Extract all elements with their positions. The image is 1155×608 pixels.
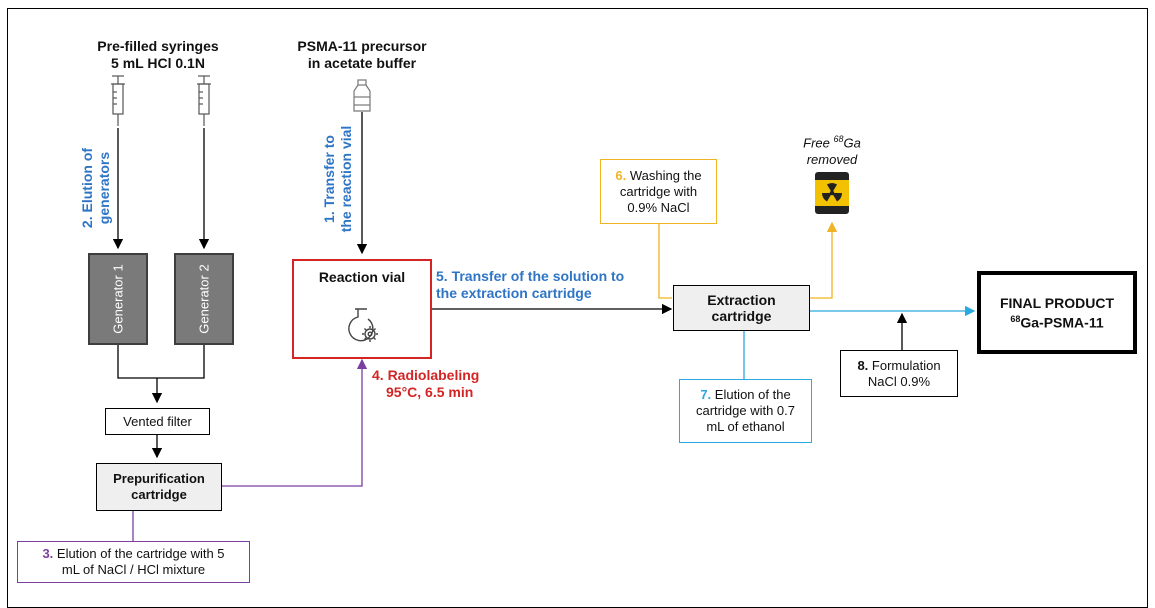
- final-product-box: FINAL PRODUCT 68Ga-PSMA-11: [977, 271, 1137, 354]
- syringe-icon: [111, 75, 125, 126]
- line-generators-merge: [117, 345, 205, 379]
- arrow-extraction-to-waste: [810, 221, 838, 299]
- step4-label: 4. Radiolabeling 95°C, 6.5 min: [372, 367, 480, 400]
- flask-gear-icon: [348, 308, 378, 342]
- syringes-title: Pre-filled syringes 5 mL HCl 0.1N: [97, 38, 219, 71]
- step1-label: 1. Transfer to the reaction vial: [321, 125, 354, 233]
- extraction-cartridge-box: Extraction cartridge: [673, 285, 810, 331]
- precursor-title: PSMA-11 precursor in acetate buffer: [297, 38, 427, 71]
- step6-box: 6. Washing the cartridge with 0.9% NaCl: [600, 159, 717, 224]
- step3-box: 3. Elution of the cartridge with 5 mL of…: [17, 541, 250, 583]
- step2-label: 2. Elution of generators: [79, 147, 112, 229]
- generator-2: Generator 2: [174, 253, 234, 345]
- arrow-prepurification-to-vial: [222, 358, 368, 487]
- syringe-icon: [197, 75, 211, 126]
- prepurification-cartridge-box: Prepurification cartridge: [96, 463, 222, 511]
- step8-box: 8. Formulation NaCl 0.9%: [840, 350, 958, 397]
- radioactive-waste-icon: [815, 172, 849, 214]
- step5-label: 5. Transfer of the solution to the extra…: [436, 268, 625, 301]
- vented-filter-box: Vented filter: [105, 408, 210, 435]
- free-ga-label: Free 68Ga removed: [803, 134, 861, 168]
- vial-icon: [353, 79, 371, 112]
- line-washing-to-extraction: [658, 224, 672, 299]
- reaction-vial-box: Reaction vial: [292, 259, 432, 359]
- step7-box: 7. Elution of the cartridge with 0.7 mL …: [679, 379, 812, 443]
- generator-1: Generator 1: [88, 253, 148, 345]
